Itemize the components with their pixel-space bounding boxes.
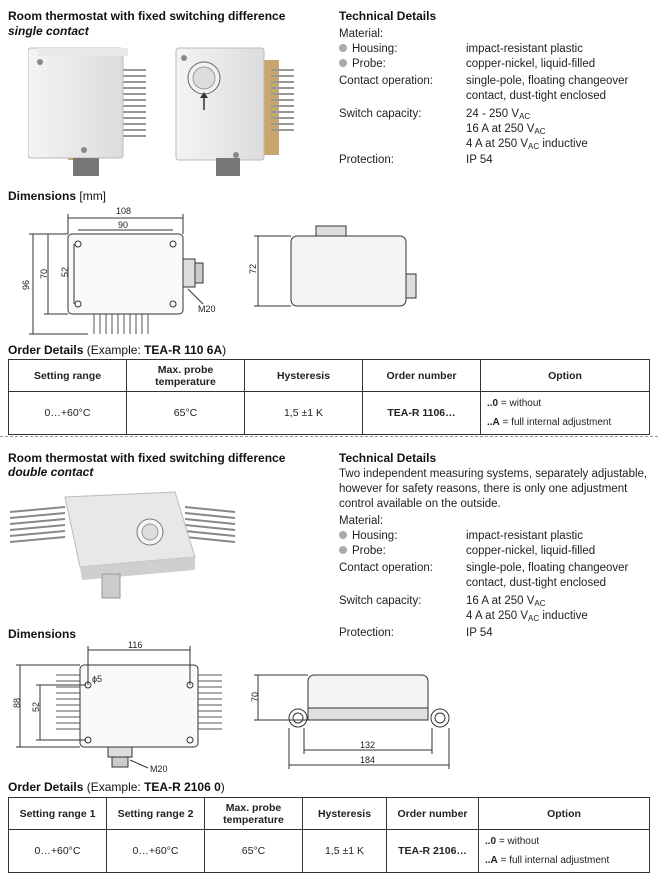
th-probe-temp: Max. probe temperature (204, 797, 303, 830)
bullet-icon (339, 44, 347, 52)
section1-subtitle: single contact (8, 24, 89, 38)
section2-switch-value: 16 A at 250 VAC (466, 595, 546, 608)
cell-option: ..0 = without ..A = full internal adjust… (478, 829, 650, 873)
dim-116: 116 (128, 640, 142, 650)
th-hysteresis: Hysteresis (244, 359, 363, 392)
section2-material-label: Material: (339, 515, 384, 527)
section2-contact-value-2: contact, dust-tight enclosed (466, 577, 606, 589)
section2-housing-label: Housing: (339, 529, 397, 544)
cell-option: ..0 = without ..A = full internal adjust… (480, 391, 650, 435)
section1-protection-label: Protection: (339, 154, 394, 166)
table-row: 0…+60°C 65°C 1,5 ±1 K TEA-R 1106… ..0 = … (8, 391, 650, 435)
section1-contact-value: single-pole, floating changeover (466, 75, 629, 87)
section2-probe-value: copper-nickel, liquid-filled (466, 545, 596, 557)
section2-protection-label: Protection: (339, 627, 394, 639)
section2-protection-value: IP 54 (466, 627, 493, 639)
cell-range-1: 0…+60°C (8, 829, 107, 873)
cell-probe: 65°C (126, 391, 245, 435)
section1-probe-value: copper-nickel, liquid-filled (466, 58, 596, 70)
section1-material-label: Material: (339, 28, 384, 40)
section2-contact-value: single-pole, floating changeover (466, 562, 629, 574)
dim-phi5: ϕ5 (92, 674, 102, 684)
section1-contact-value-2: contact, dust-tight enclosed (466, 90, 606, 102)
section2-title: Room thermostat with fixed switching dif… (8, 451, 286, 465)
section1-order-table: Setting range Max. probe temperature Hys… (8, 359, 650, 435)
dim-108: 108 (116, 206, 131, 216)
cell-order: TEA-R 2106… (386, 829, 479, 873)
section2-desc-3: control available on the outside. (339, 498, 501, 510)
dim-52: 52 (60, 267, 70, 277)
thermostat-closed-image (28, 47, 146, 176)
dim-132: 132 (360, 740, 375, 750)
cell-probe: 65°C (204, 829, 303, 873)
th-setting-range: Setting range (8, 359, 127, 392)
dim-88: 88 (12, 698, 22, 708)
dim-70: 70 (250, 692, 260, 702)
section1-housing-label: Housing: (339, 42, 397, 57)
th-setting-range-2: Setting range 2 (106, 797, 205, 830)
cell-range: 0…+60°C (8, 391, 127, 435)
section1-order-title: Order Details (Example: TEA-R 110 6A) (8, 343, 227, 357)
dim-52: 52 (31, 702, 41, 712)
section2-dimensions-label: Dimensions (8, 627, 77, 641)
section2-contact-label: Contact operation: (339, 562, 433, 574)
section2-desc-1: Two independent measuring systems, separ… (339, 468, 648, 480)
table-row: 0…+60°C 0…+60°C 65°C 1,5 ±1 K TEA-R 2106… (8, 829, 650, 873)
section2-tech-title: Technical Details (339, 451, 437, 465)
section1-tech-title: Technical Details (339, 9, 437, 23)
section-divider (0, 436, 658, 437)
thermostat-open-image (175, 47, 294, 176)
section2-desc-2: however for safety reasons, there is onl… (339, 483, 628, 495)
section1-title: Room thermostat with fixed switching dif… (8, 9, 286, 23)
section2-switch-label: Switch capacity: (339, 595, 422, 607)
section1-probe-label: Probe: (339, 57, 386, 72)
dim-184: 184 (360, 755, 375, 765)
dim-m20: M20 (150, 764, 168, 774)
section1-switch-value: 24 - 250 VAC (466, 108, 531, 121)
section2-order-table: Setting range 1 Setting range 2 Max. pro… (8, 797, 650, 873)
section1-switch-label: Switch capacity: (339, 108, 422, 120)
th-order-number: Order number (386, 797, 479, 830)
bullet-icon (339, 59, 347, 67)
cell-order: TEA-R 1106… (362, 391, 481, 435)
section1-housing-value: impact-resistant plastic (466, 43, 583, 55)
dim-m20: M20 (198, 304, 216, 314)
section1-dimension-drawing: 108 90 96 70 52 M20 72 (21, 206, 417, 335)
product-photo-double-contact (10, 491, 236, 599)
section1-switch-value-2: 16 A at 250 VAC (466, 123, 546, 136)
product-photo-single-contact (28, 47, 294, 176)
th-option: Option (480, 359, 650, 392)
cell-range-2: 0…+60°C (106, 829, 205, 873)
section2-probe-label: Probe: (339, 544, 386, 559)
bullet-icon (339, 546, 347, 554)
cell-hyst: 1,5 ±1 K (244, 391, 363, 435)
dim-70: 70 (39, 269, 49, 279)
cell-hyst: 1,5 ±1 K (302, 829, 387, 873)
th-hysteresis: Hysteresis (302, 797, 387, 830)
dim-96: 96 (21, 280, 31, 290)
section1-dimensions-label: Dimensions [mm] (8, 189, 107, 203)
dim-72: 72 (248, 264, 258, 274)
dim-90: 90 (118, 220, 128, 230)
section2-switch-value-2: 4 A at 250 VAC inductive (466, 610, 588, 623)
section2-order-title: Order Details (Example: TEA-R 2106 0) (8, 780, 225, 794)
section1-switch-value-3: 4 A at 250 VAC inductive (466, 138, 588, 151)
th-setting-range-1: Setting range 1 (8, 797, 107, 830)
section1-protection-value: IP 54 (466, 154, 493, 166)
section1-contact-label: Contact operation: (339, 75, 433, 87)
section2-subtitle: double contact (8, 465, 94, 479)
th-probe-temp: Max. probe temperature (126, 359, 245, 392)
section2-dimension-drawing: 116 88 52 ϕ5 M20 70 132 184 (12, 640, 450, 774)
th-option: Option (478, 797, 650, 830)
section2-housing-value: impact-resistant plastic (466, 530, 583, 542)
th-order-number: Order number (362, 359, 481, 392)
bullet-icon (339, 531, 347, 539)
